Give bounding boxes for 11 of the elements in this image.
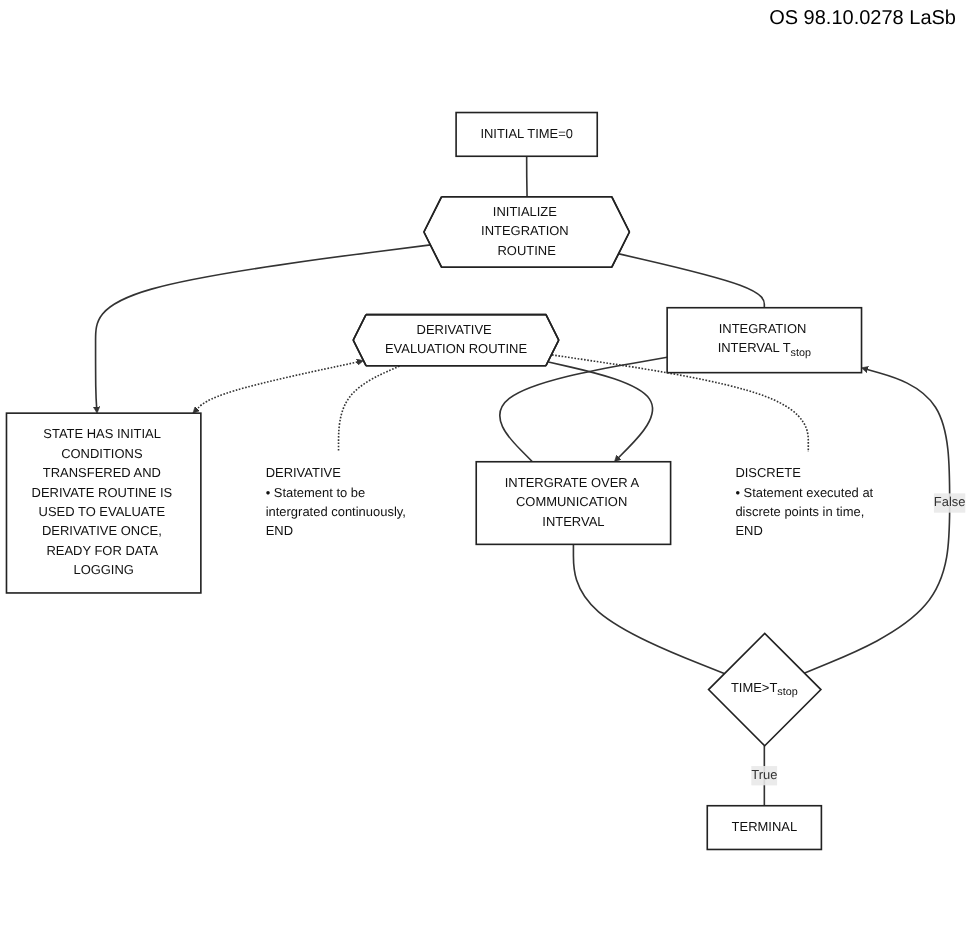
figure-code: OS 98.10.0278 LaSb xyxy=(769,8,956,30)
arrow xyxy=(93,244,432,414)
connector xyxy=(572,543,726,675)
connector xyxy=(499,356,668,463)
connector xyxy=(525,155,528,198)
arrow xyxy=(547,361,654,463)
arrow xyxy=(192,358,364,414)
arrow xyxy=(803,366,951,675)
connector xyxy=(618,253,766,309)
connector xyxy=(551,354,810,453)
connector xyxy=(337,365,401,453)
